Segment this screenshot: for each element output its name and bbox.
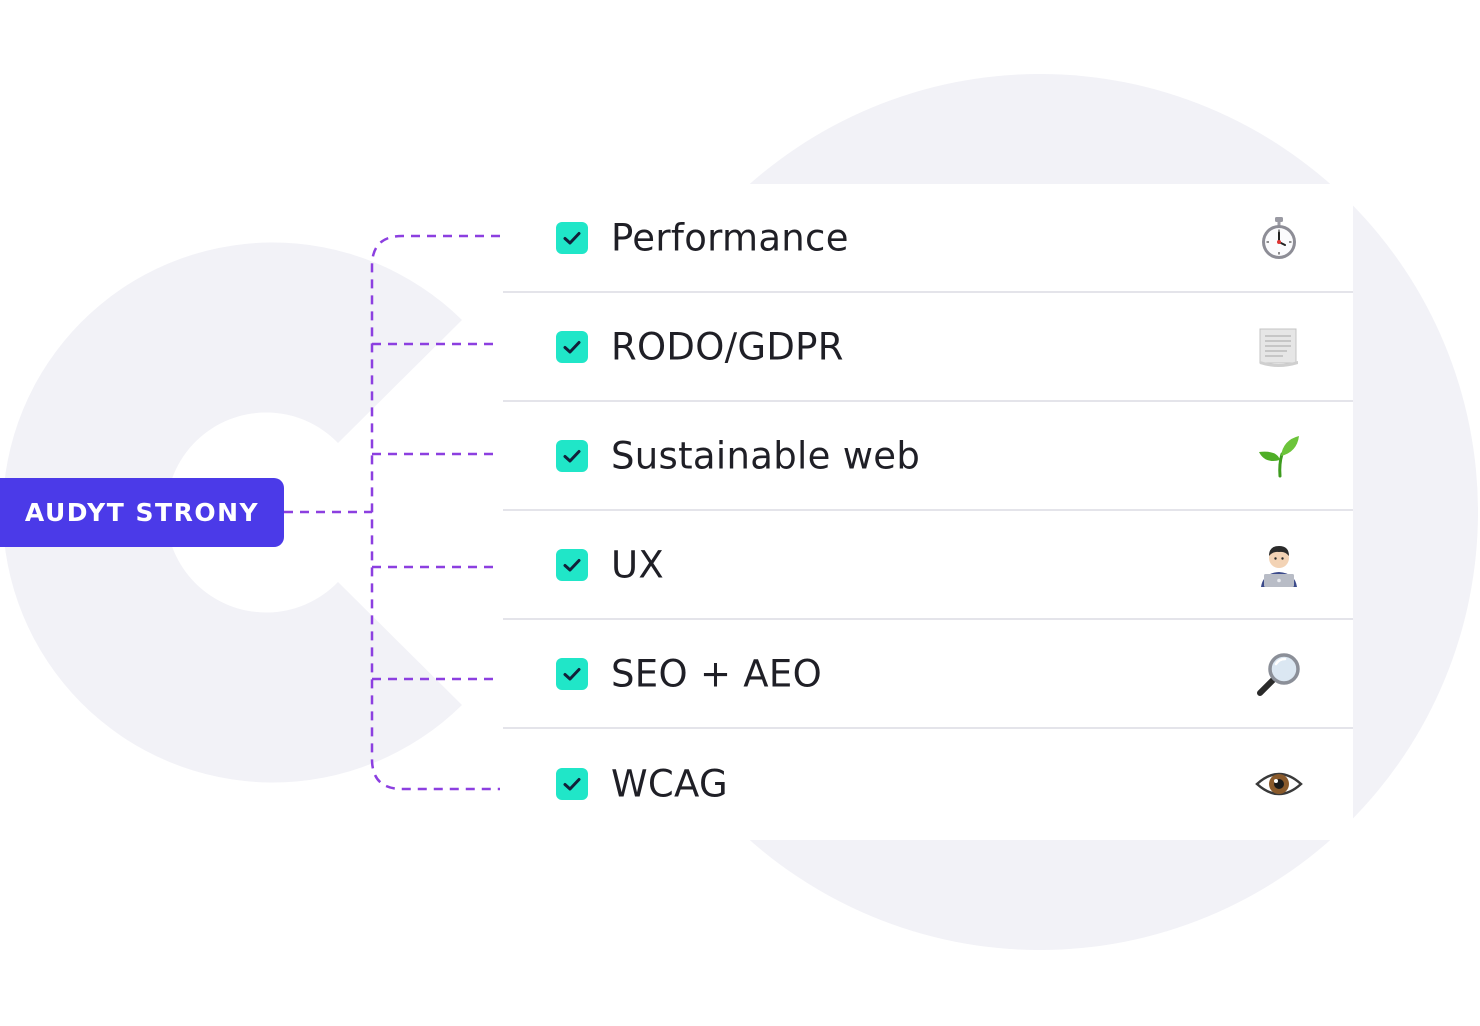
checklist-item-wcag: WCAG	[503, 729, 1353, 838]
checkmark-icon	[563, 667, 581, 680]
checkbox-checked[interactable]	[556, 221, 588, 254]
document-scroll-icon	[1259, 328, 1298, 367]
checklist-item-rodo-gdpr: RODO/GDPR	[503, 293, 1353, 402]
checklist-item-label: WCAG	[611, 762, 728, 805]
seedling-icon	[1259, 435, 1299, 477]
technologist-icon	[1261, 545, 1297, 587]
checklist-item-label: UX	[611, 543, 665, 586]
checklist-item-label: Sustainable web	[611, 434, 921, 477]
checkbox-checked[interactable]	[556, 439, 588, 472]
checklist-item-label: Performance	[611, 216, 849, 259]
magnifying-glass-icon	[1257, 652, 1300, 696]
checklist-item-seo-aeo: SEO + AEO	[503, 620, 1353, 729]
checklist-item-label: RODO/GDPR	[611, 325, 844, 368]
checkbox-checked[interactable]	[556, 767, 588, 800]
audit-badge: AUDYT STRONY	[0, 478, 284, 547]
connector-spine	[370, 234, 500, 791]
checkmark-icon	[563, 777, 581, 790]
checkbox-checked[interactable]	[556, 330, 588, 363]
checkmark-icon	[563, 558, 581, 571]
eye-icon	[1255, 772, 1303, 795]
background-c-shape	[2, 242, 463, 783]
checkbox-checked[interactable]	[556, 657, 588, 690]
stopwatch-icon	[1262, 216, 1296, 259]
checkmark-icon	[563, 231, 581, 244]
audit-badge-label: AUDYT STRONY	[24, 498, 260, 527]
checklist-item-label: SEO + AEO	[611, 652, 823, 695]
checkmark-icon	[563, 449, 581, 462]
audit-checklist: Performance RODO/GDPR	[503, 184, 1353, 840]
checkbox-checked[interactable]	[556, 548, 588, 581]
checkmark-icon	[563, 340, 581, 353]
checklist-item-sustainable-web: Sustainable web	[503, 402, 1353, 511]
checklist-item-performance: Performance	[503, 184, 1353, 293]
checklist-item-ux: UX	[503, 511, 1353, 620]
